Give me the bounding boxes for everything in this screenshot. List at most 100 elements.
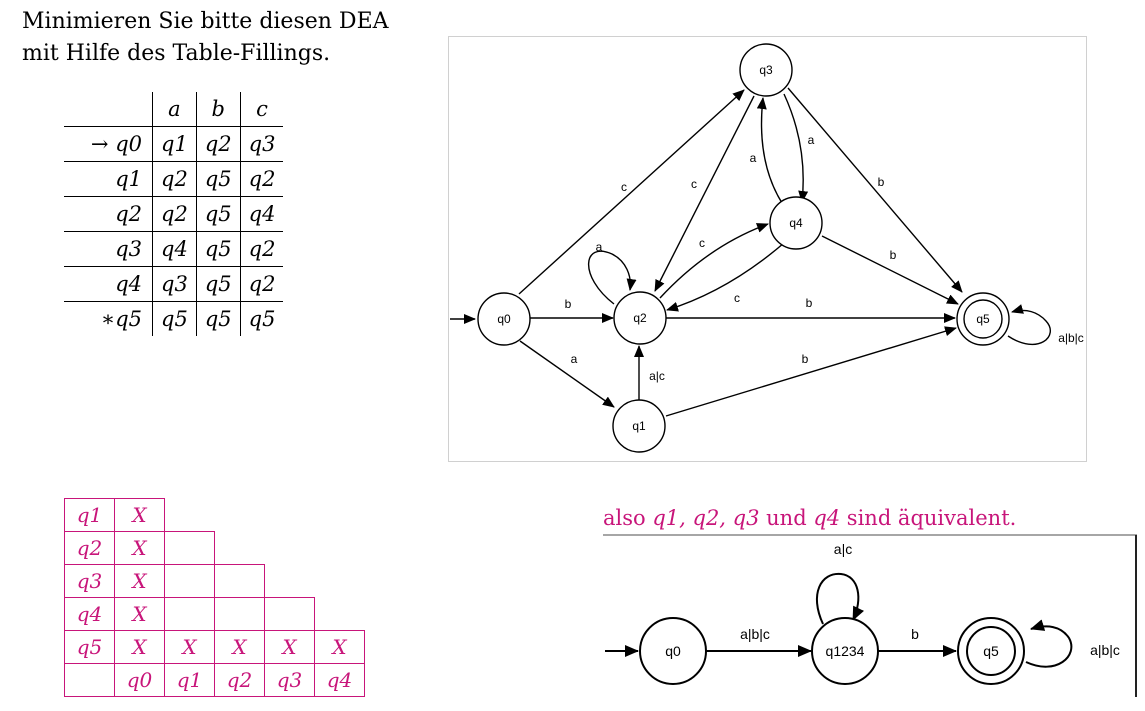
min-edge-label-q1234-loop: a|c bbox=[834, 541, 852, 557]
state-q0 bbox=[477, 292, 531, 346]
min-loop-q1234 bbox=[816, 572, 865, 625]
equivalence-note: also q1, q2, q3 und q4 sind äquivalent. bbox=[603, 506, 1016, 530]
label-q2-q5: b bbox=[806, 296, 813, 310]
fill-table: q1 X q2 X q3 X q4 X q5 X X X X X q0 q1 q… bbox=[64, 498, 365, 697]
cell-b: q5 bbox=[195, 161, 241, 197]
fill-cell: X bbox=[114, 498, 165, 532]
cell-b: q5 bbox=[195, 196, 241, 232]
note-mid: und bbox=[759, 506, 814, 530]
edge-q4-q5 bbox=[821, 235, 959, 305]
min-edge-label-q5-loop: a|b|c bbox=[1090, 642, 1120, 658]
diagram-frame bbox=[448, 36, 1087, 462]
dfa-diagram: q0 q1 q2 q3 q4 q5 c b a c a a b c c b a … bbox=[448, 36, 1087, 462]
label-state-q2: q2 bbox=[633, 311, 647, 325]
label-q0-q2: b bbox=[565, 297, 572, 311]
label-state-q1: q1 bbox=[632, 419, 646, 433]
note-states: q1, q2, q3 bbox=[652, 506, 760, 530]
min-label-q0: q0 bbox=[665, 643, 681, 659]
edge-q1-q5 bbox=[665, 326, 957, 417]
label-state-q4: q4 bbox=[789, 216, 803, 230]
cell-a: q3 bbox=[152, 266, 197, 302]
header-b: b bbox=[195, 92, 241, 127]
header-a: a bbox=[152, 92, 197, 127]
cell-c: q4 bbox=[239, 196, 284, 232]
table-row: q2 q2 q5 q4 bbox=[64, 196, 284, 232]
cell-c: q2 bbox=[239, 161, 284, 197]
label-q3-q4: a bbox=[808, 133, 815, 147]
fill-col-label: q1 bbox=[164, 663, 215, 697]
header-c: c bbox=[239, 92, 284, 127]
state-q2 bbox=[613, 291, 667, 345]
min-state-q1234 bbox=[811, 617, 879, 685]
fill-cell bbox=[164, 564, 215, 598]
note-state-q4: q4 bbox=[813, 506, 841, 530]
cell-b: q5 bbox=[195, 301, 241, 336]
loop-q5 bbox=[1007, 304, 1051, 346]
label-q5-loop: a|b|c bbox=[1058, 331, 1084, 345]
task-line-2: mit Hilfe des Table-Fillings. bbox=[22, 41, 331, 66]
min-state-q0 bbox=[639, 617, 707, 685]
edge-q3-q4 bbox=[783, 93, 809, 203]
edge-q4-q2 bbox=[666, 242, 785, 312]
fill-cell: X bbox=[214, 630, 265, 664]
fill-cell: X bbox=[264, 630, 315, 664]
state-q5-inner bbox=[963, 299, 1003, 339]
cell-b: q5 bbox=[195, 266, 241, 302]
table-row: q1 q2 q5 q2 bbox=[64, 161, 284, 197]
cell-a: q1 bbox=[152, 126, 197, 162]
min-loop-q5 bbox=[1025, 619, 1073, 668]
fill-col-label: q3 bbox=[264, 663, 315, 697]
label-state-q3: q3 bbox=[759, 63, 773, 77]
cell-a: q5 bbox=[152, 301, 197, 336]
edge-q4-q3 bbox=[756, 97, 783, 204]
fill-row: q1 X bbox=[64, 498, 365, 532]
label-q0-q3: c bbox=[621, 180, 627, 194]
label-q4-q2: c bbox=[734, 291, 740, 305]
row-state: q4 bbox=[64, 266, 153, 302]
edge-q2-q4 bbox=[659, 223, 769, 299]
table-row: q4 q3 q5 q2 bbox=[64, 266, 284, 302]
task-line-1: Minimieren Sie bitte diesen DEA bbox=[22, 9, 389, 34]
fill-row-label: q3 bbox=[64, 564, 115, 598]
note-suffix: sind äquivalent. bbox=[840, 506, 1017, 530]
label-q2-q4: c bbox=[699, 236, 705, 250]
min-edge-label-q1234-q5: b bbox=[911, 626, 919, 642]
min-edge-label-q0-q1234: a|b|c bbox=[740, 626, 770, 642]
row-state: q1 bbox=[64, 161, 153, 197]
min-label-q5: q5 bbox=[983, 643, 999, 659]
fill-cell bbox=[164, 531, 215, 565]
cell-c: q5 bbox=[239, 301, 284, 336]
label-q3-q5: b bbox=[878, 175, 885, 189]
edge-q3-q5 bbox=[787, 87, 963, 293]
state-q1 bbox=[612, 399, 666, 453]
fill-row-label: q5 bbox=[64, 630, 115, 664]
fill-col-label: q2 bbox=[214, 663, 265, 697]
cell-c: q2 bbox=[239, 231, 284, 267]
fill-cell: X bbox=[114, 597, 165, 631]
fill-row-label: q1 bbox=[64, 498, 115, 532]
label-q4-q3: a bbox=[750, 151, 757, 165]
cell-b: q2 bbox=[195, 126, 241, 162]
label-q0-q1: a bbox=[571, 352, 578, 366]
row-state: q3 bbox=[64, 231, 153, 267]
fill-cell bbox=[264, 597, 315, 631]
fill-row: q5 X X X X X bbox=[64, 630, 365, 664]
table-row: ∗q5 q5 q5 q5 bbox=[64, 301, 284, 336]
fill-row-label: q2 bbox=[64, 531, 115, 565]
transition-table-header: a b c bbox=[64, 92, 284, 127]
task-text: Minimieren Sie bitte diesen DEA mit Hilf… bbox=[22, 6, 389, 70]
fill-col-label: q0 bbox=[114, 663, 165, 697]
fill-row: q3 X bbox=[64, 564, 365, 598]
fill-row-label: q4 bbox=[64, 597, 115, 631]
cell-a: q2 bbox=[152, 161, 197, 197]
label-q2-loop: a bbox=[596, 240, 603, 254]
min-state-q5-inner bbox=[966, 626, 1016, 676]
fill-col-label: q4 bbox=[314, 663, 365, 697]
fill-cell bbox=[164, 597, 215, 631]
row-state: ∗q5 bbox=[64, 301, 153, 336]
transition-table: a b c → q0 q1 q2 q3 q1 q2 q5 q2 q2 q2 q5… bbox=[64, 92, 284, 336]
table-row: q3 q4 q5 q2 bbox=[64, 231, 284, 267]
edge-q3-q2 bbox=[654, 95, 755, 292]
edge-q0-q1 bbox=[519, 340, 615, 408]
edge-q0-q3 bbox=[518, 89, 745, 295]
